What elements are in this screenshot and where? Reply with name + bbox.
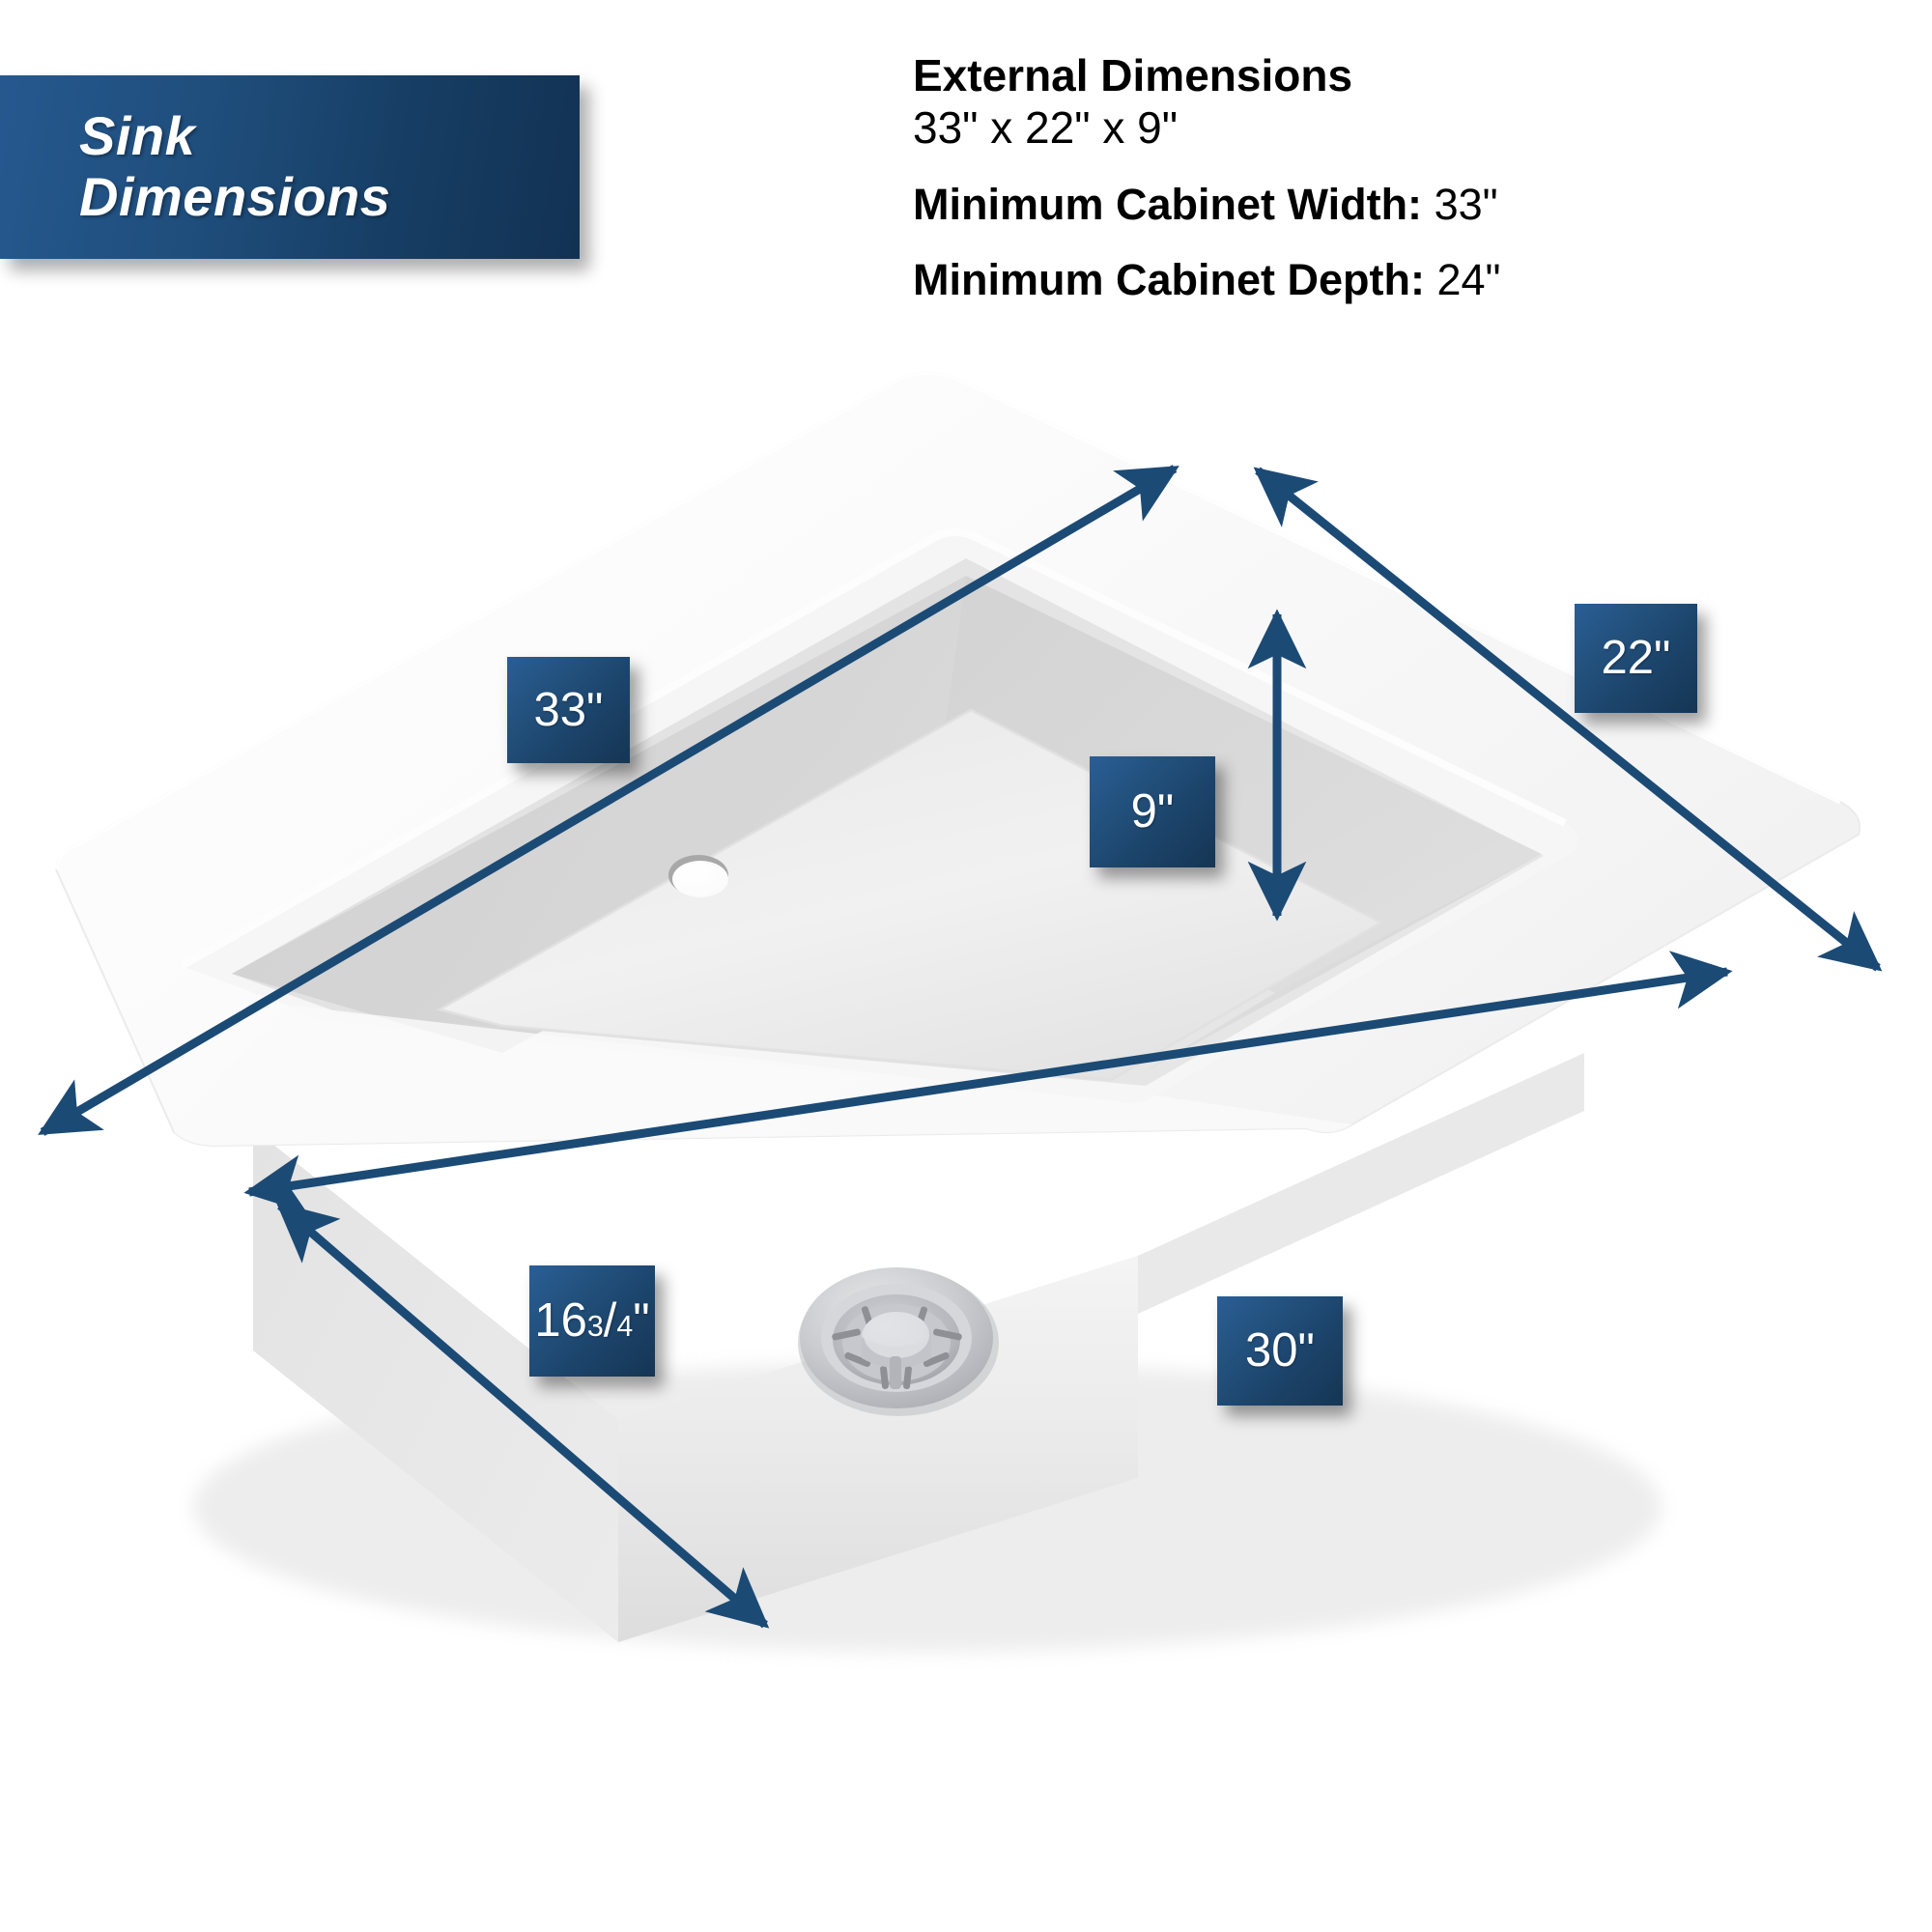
callout-overall-depth-label: 22" [1601, 632, 1671, 684]
fraction-slash: / [603, 1294, 617, 1347]
min-cabinet-depth-row: Minimum Cabinet Depth: 24" [913, 255, 1879, 306]
min-cabinet-depth-value: 24" [1436, 255, 1501, 305]
external-dimensions-heading: External Dimensions [913, 50, 1353, 100]
callout-bowl-width-label: 30" [1245, 1324, 1315, 1377]
callout-bowl-height-label: 9" [1130, 785, 1175, 838]
title-line-2: Dimensions [79, 166, 391, 227]
external-dimensions-value: 33" x 22" x 9" [913, 101, 1179, 153]
arrow-overall-width-33 [38, 465, 1179, 1136]
arrow-bowl-depth-1634 [275, 1202, 770, 1629]
callout-overall-depth: 22" [1575, 604, 1697, 713]
min-cabinet-width-value: 33" [1434, 179, 1498, 229]
min-cabinet-width-row: Minimum Cabinet Width: 33" [913, 180, 1879, 231]
callout-bowl-height: 9" [1090, 756, 1215, 867]
min-cabinet-depth-label: Minimum Cabinet Depth: [913, 255, 1425, 305]
callout-overall-width: 33" [507, 657, 630, 763]
fraction-unit: " [633, 1294, 650, 1347]
drain-strainer [798, 1267, 999, 1416]
callout-bowl-width: 30" [1217, 1296, 1343, 1406]
min-cabinet-width-label: Minimum Cabinet Width: [913, 179, 1423, 229]
callout-overall-width-label: 33" [533, 683, 604, 736]
arrow-bowl-width-30 [243, 951, 1733, 1213]
title-banner: Sink Dimensions [0, 75, 580, 259]
arrow-overall-depth-22 [1253, 467, 1883, 972]
title-line-1: Sink [79, 105, 196, 167]
title-text: Sink Dimensions [79, 106, 390, 227]
fraction-whole: 16 [534, 1294, 587, 1347]
specifications-block: External Dimensions 33" x 22" x 9" Minim… [913, 50, 1879, 306]
